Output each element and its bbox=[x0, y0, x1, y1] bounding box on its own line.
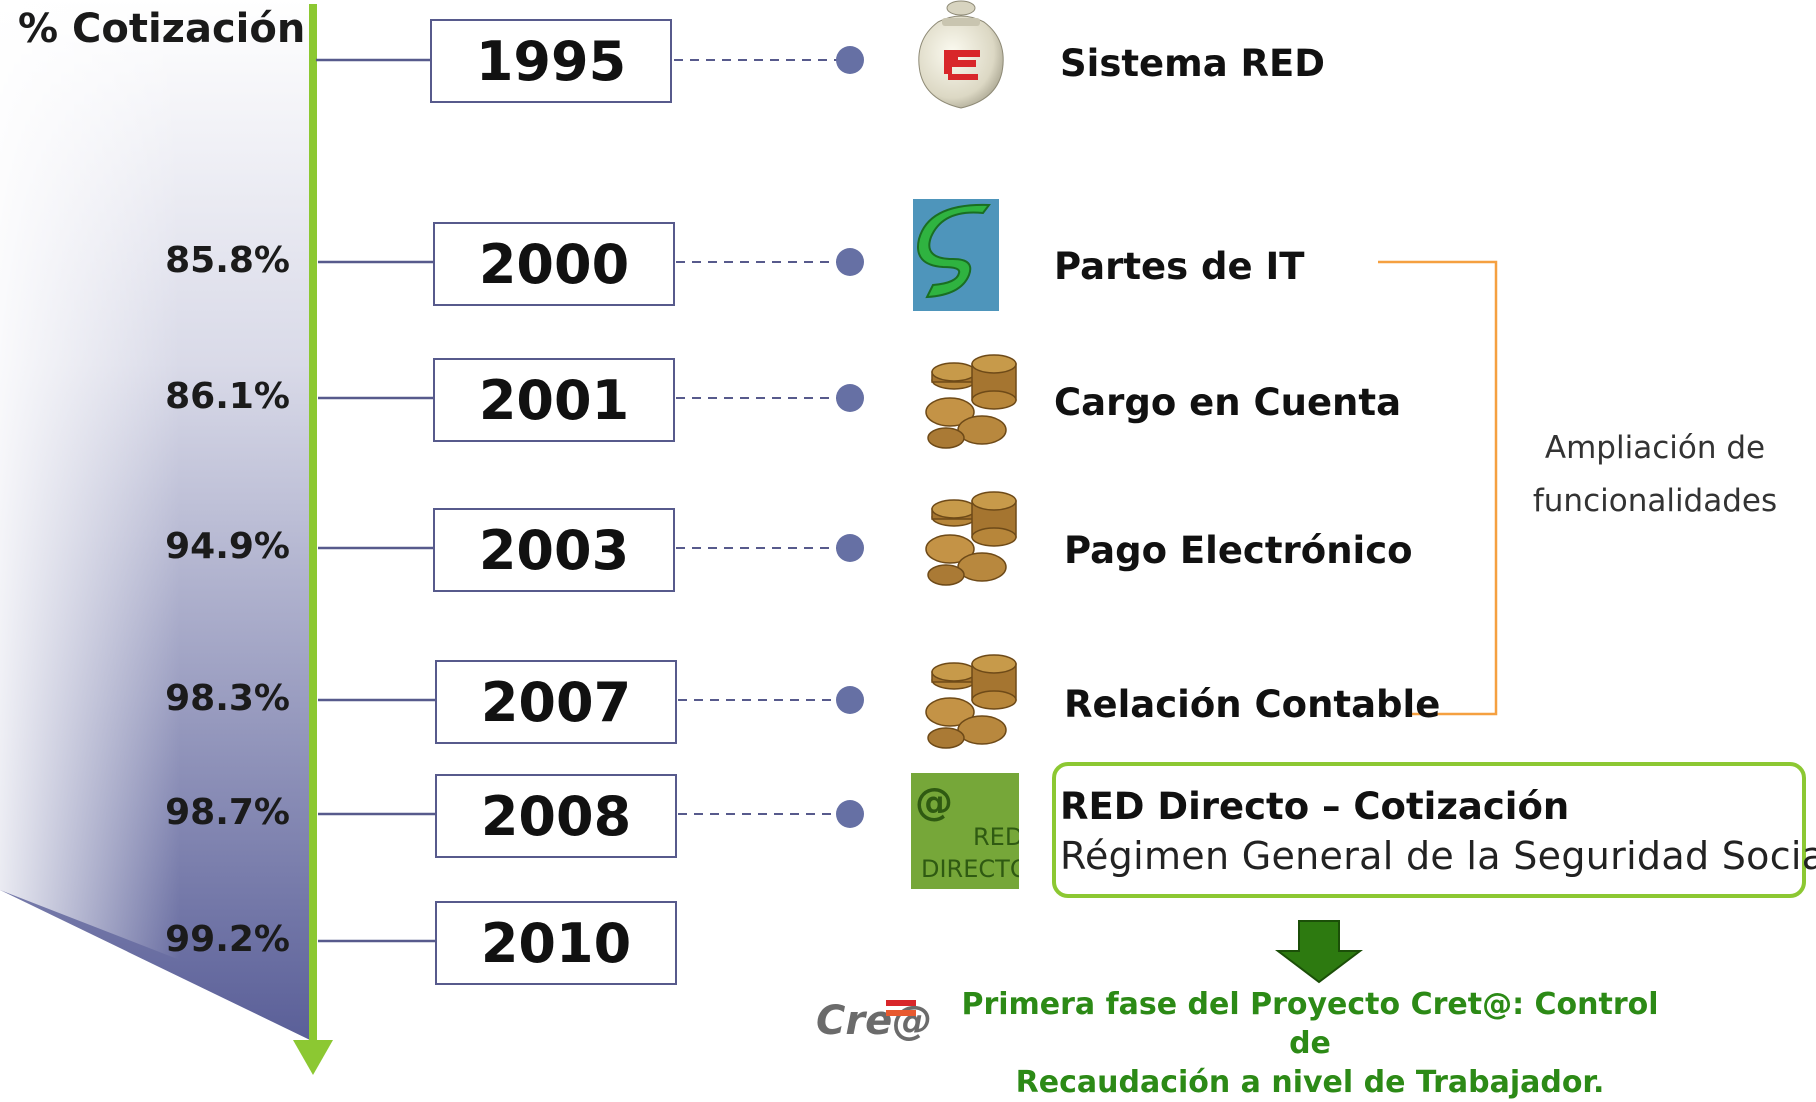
red-directo-title: RED Directo – Cotización bbox=[1060, 785, 1570, 828]
timeline-dot bbox=[836, 46, 864, 74]
year-box-2000: 2000 bbox=[433, 222, 675, 306]
timeline-dot bbox=[836, 686, 864, 714]
year-box-1995: 1995 bbox=[430, 19, 672, 103]
coins-icon bbox=[925, 654, 1017, 749]
bracket-label: Ampliación de funcionalidades bbox=[1520, 422, 1790, 528]
year-box-2007: 2007 bbox=[435, 660, 677, 744]
svg-text:RED: RED bbox=[973, 823, 1019, 851]
crea-logo-icon: Cre@ bbox=[816, 998, 932, 1044]
timeline-arrow-head bbox=[293, 1040, 333, 1075]
timeline-dot bbox=[836, 800, 864, 828]
coins-icon bbox=[925, 491, 1017, 586]
year-box-2003: 2003 bbox=[433, 508, 675, 592]
pct-2008: 98.7% bbox=[165, 792, 290, 833]
down-arrow bbox=[1275, 920, 1363, 984]
item-label-relacion-contable: Relación Contable bbox=[1064, 683, 1441, 726]
timeline-dot bbox=[836, 384, 864, 412]
item-label-sistema-red: Sistema RED bbox=[1060, 42, 1326, 85]
timeline-arrow-shaft bbox=[309, 4, 317, 1046]
bracket-label-line2: funcionalidades bbox=[1532, 483, 1778, 519]
coins-icon bbox=[925, 354, 1017, 449]
year-box-2008: 2008 bbox=[435, 774, 677, 858]
jar-logo-icon bbox=[918, 0, 1004, 109]
red-directo-box bbox=[1052, 762, 1806, 898]
crea-description-line2: Recaudación a nivel de Trabajador. bbox=[1015, 1065, 1605, 1100]
timeline-graphic bbox=[0, 0, 1498, 1075]
pct-2001: 86.1% bbox=[165, 376, 290, 417]
svg-text:DIRECTO: DIRECTO bbox=[921, 855, 1019, 883]
green-s-logo-icon bbox=[913, 199, 999, 311]
svg-text:@: @ bbox=[915, 780, 953, 824]
red-directo-subtitle: Régimen General de la Seguridad Social bbox=[1060, 834, 1816, 878]
functionality-bracket bbox=[1378, 260, 1498, 716]
chart-title: % Cotización bbox=[18, 6, 306, 52]
pct-2000: 85.8% bbox=[165, 240, 290, 281]
item-label-cargo-cuenta: Cargo en Cuenta bbox=[1054, 381, 1402, 424]
pct-2007: 98.3% bbox=[165, 678, 290, 719]
timeline-dot bbox=[836, 534, 864, 562]
pct-2010: 99.2% bbox=[165, 919, 290, 960]
crea-description: Primera fase del Proyecto Cret@: Control… bbox=[960, 985, 1660, 1102]
red-directo-logo-icon: @ RED DIRECTO bbox=[911, 773, 1019, 889]
bracket-label-line1: Ampliación de bbox=[1544, 430, 1766, 466]
item-label-partes-it: Partes de IT bbox=[1054, 245, 1305, 288]
year-box-2001: 2001 bbox=[433, 358, 675, 442]
crea-description-line1: Primera fase del Proyecto Cret@: Control… bbox=[961, 987, 1659, 1061]
pct-2003: 94.9% bbox=[165, 526, 290, 567]
timeline-dot bbox=[836, 248, 864, 276]
year-box-2010: 2010 bbox=[435, 901, 677, 985]
item-label-pago-electronico: Pago Electrónico bbox=[1064, 529, 1413, 572]
